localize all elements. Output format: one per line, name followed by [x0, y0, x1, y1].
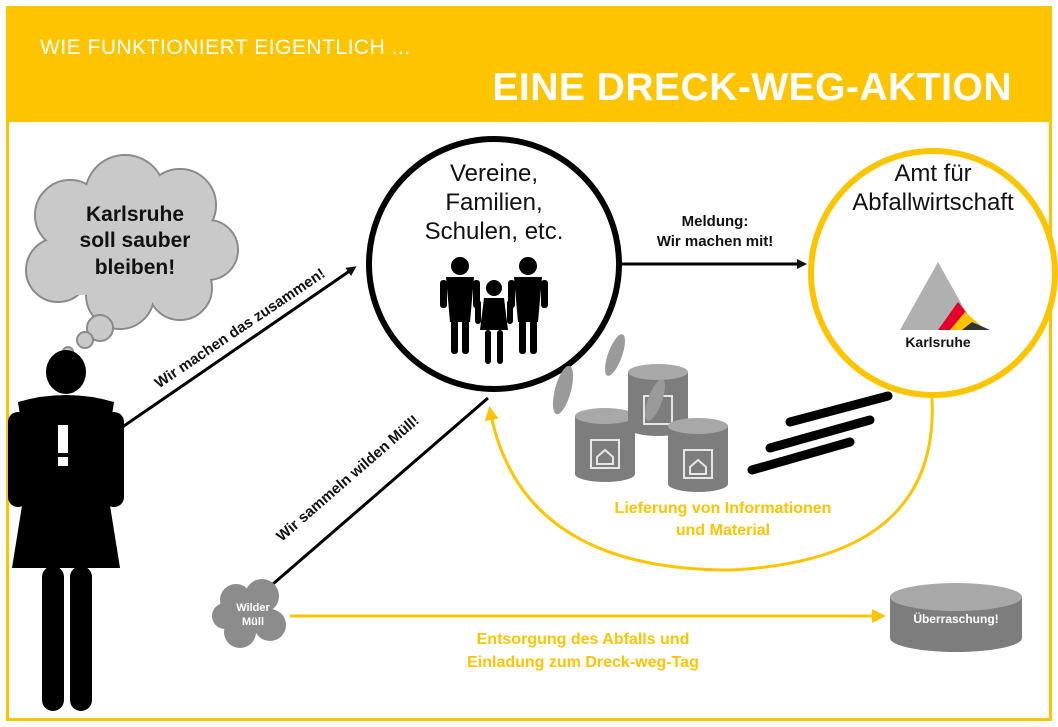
- thought-text: Karlsruhe soll sauber bleiben!: [30, 202, 240, 281]
- waste-office-label: Amt für Abfallwirtschaft: [833, 160, 1033, 218]
- header-title: EINE DRECK-WEG-AKTION: [492, 66, 1012, 109]
- surprise-container: [890, 583, 1022, 652]
- groups-label-line-1: Vereine,: [449, 160, 539, 187]
- thought-cloud: [25, 154, 239, 358]
- delivery-line-1: Lieferung von Informationen: [614, 500, 832, 517]
- wild-trash-cloud: [212, 579, 286, 648]
- waste-office-line-2: Abfallwirtschaft: [852, 188, 1014, 216]
- report-label: Meldung: Wir machen mit!: [630, 212, 800, 253]
- arrow-together: [117, 266, 357, 432]
- groups-label-line-3: Schulen, etc.: [424, 217, 564, 245]
- logo-text: Karlsruhe: [905, 334, 971, 350]
- arrow-delivery: [484, 397, 934, 572]
- arrow-collect: [263, 396, 489, 592]
- groups-label: Vereine, Familien, Schulen, etc.: [394, 160, 594, 246]
- thought-line-3: bleiben!: [94, 255, 176, 279]
- person-silhouette-icon: [8, 350, 124, 711]
- report-line-1: Meldung:: [681, 213, 749, 230]
- disposal-label: Entsorgung des Abfalls und Einladung zum…: [428, 628, 738, 674]
- disposal-line-1: Entsorgung des Abfalls und: [476, 631, 690, 648]
- wild-trash-line-2: Müll: [242, 616, 264, 629]
- groups-label-line-2: Familien,: [445, 188, 543, 216]
- motion-lines: [747, 391, 893, 475]
- karlsruhe-logo: [900, 262, 990, 330]
- delivery-line-2: und Material: [675, 521, 771, 539]
- waste-office-line-1: Amt für: [894, 160, 972, 187]
- delivery-label: Lieferung von Informationen und Material: [588, 498, 858, 541]
- trash-can-icon: [552, 334, 728, 492]
- wild-trash-line-1: Wilder: [236, 602, 270, 614]
- surprise-label: Überraschung!: [913, 612, 999, 626]
- header-subtitle: WIE FUNKTIONIERT EIGENTLICH ...: [40, 36, 411, 59]
- disposal-line-2: Einladung zum Dreck-weg-Tag: [467, 654, 699, 672]
- header-banner: WIE FUNKTIONIERT EIGENTLICH ... EINE DRE…: [6, 6, 1052, 122]
- thought-line-1: Karlsruhe: [85, 203, 185, 226]
- people-group-icon: [440, 257, 548, 364]
- report-line-2: Wir machen mit!: [656, 233, 774, 251]
- wild-trash-label: Wilder Müll: [218, 601, 288, 630]
- thought-line-2: soll sauber: [79, 229, 191, 253]
